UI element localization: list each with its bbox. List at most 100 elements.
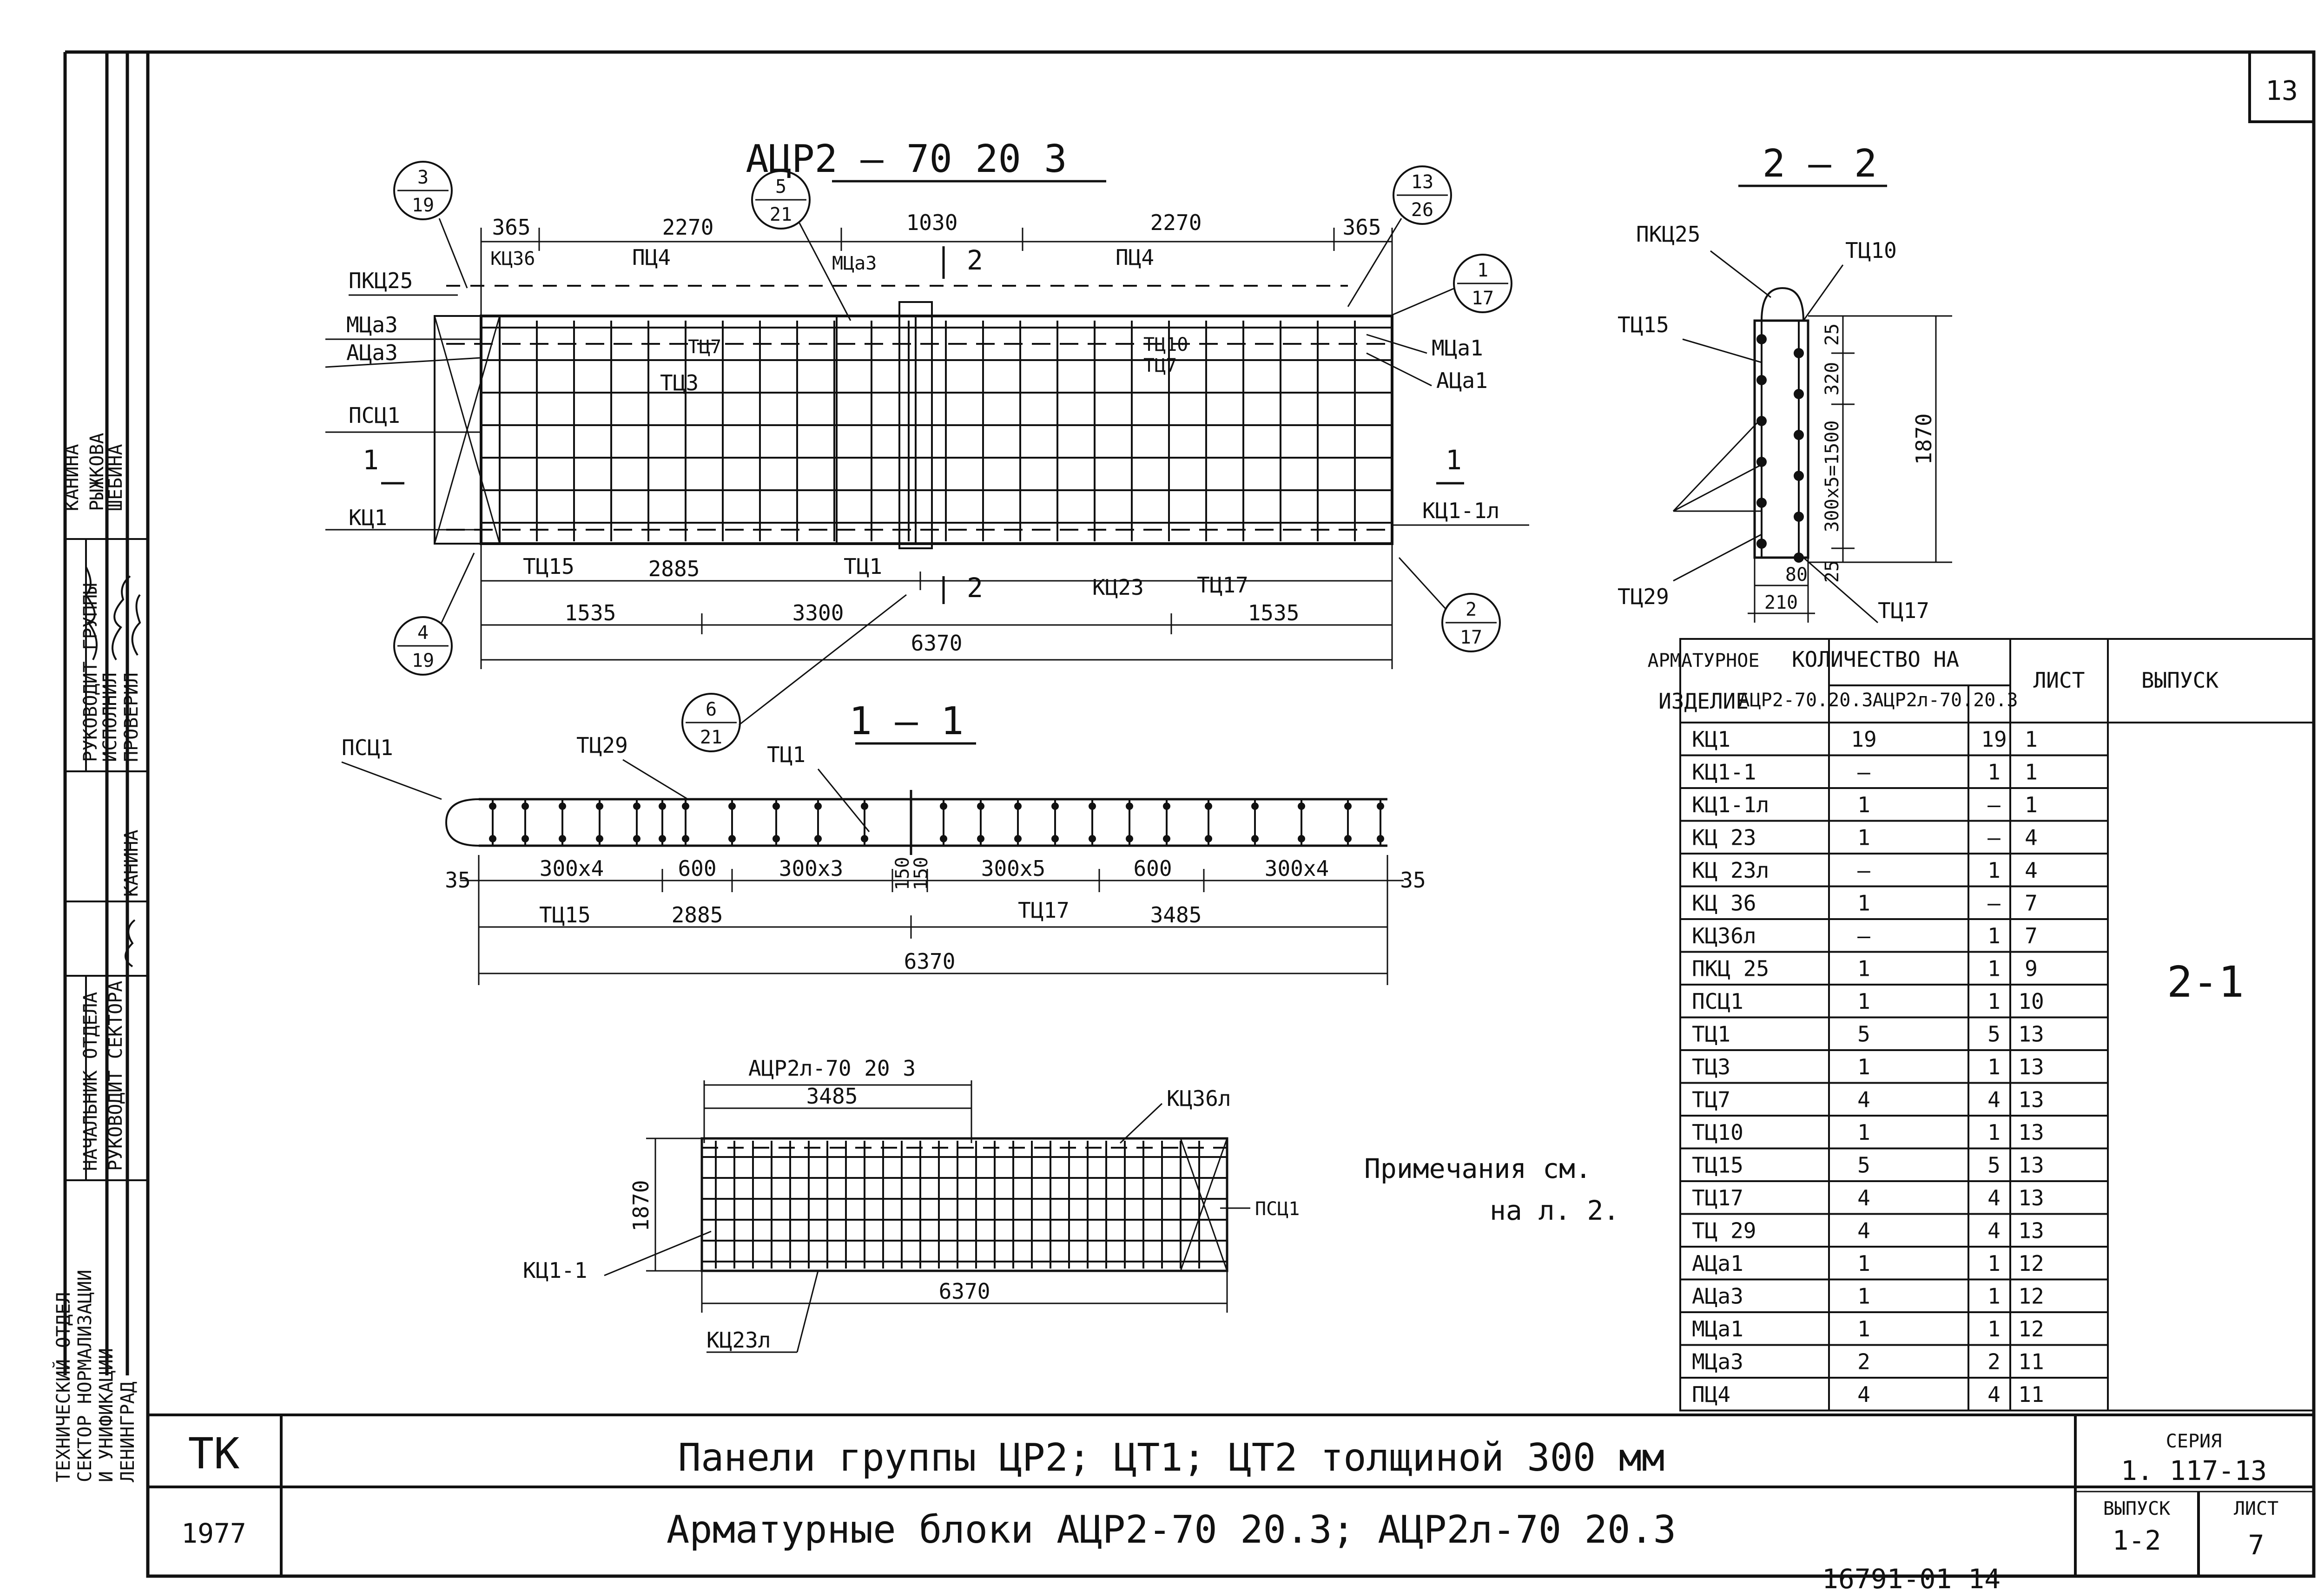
bar-dot bbox=[1344, 835, 1352, 842]
bar-dot bbox=[728, 802, 736, 810]
bar-dot bbox=[1298, 835, 1305, 842]
bar-dot bbox=[772, 835, 780, 842]
section-1-dim: 300x3 bbox=[779, 856, 843, 881]
table-cell-product: АЦа1 bbox=[1692, 1251, 1743, 1276]
bar-dot bbox=[682, 802, 689, 810]
section-1-dim: 35 bbox=[445, 868, 470, 893]
bar-dot bbox=[559, 835, 566, 842]
bar-dot bbox=[977, 835, 984, 842]
series-value: 1. 117-13 bbox=[2121, 1455, 2267, 1486]
section-1-label: ТЦ29 bbox=[576, 733, 628, 758]
series-label: СЕРИЯ bbox=[2166, 1431, 2222, 1452]
bar-dot bbox=[1794, 430, 1804, 440]
callout-num: 1 bbox=[1477, 260, 1488, 281]
signature bbox=[131, 594, 141, 656]
stamp-name: ШЕБИНА bbox=[105, 444, 126, 512]
table-cell-product: ПЦ4 bbox=[1692, 1382, 1730, 1407]
plan-dim-top: 2270 bbox=[662, 215, 714, 240]
table-cell-sheet: 7 bbox=[2025, 891, 2038, 916]
sheet-number: 13 bbox=[2265, 75, 2298, 106]
plan-label-top: ПЦ4 bbox=[632, 245, 671, 270]
bar-dot bbox=[861, 835, 868, 842]
table-cell-sheet: 1 bbox=[2025, 727, 2038, 752]
section-2-dim: 320 bbox=[1822, 362, 1843, 395]
section-1-1: 1 — 1 6 21 ПСЦ1 ТЦ29 ТЦ1 ТЦ15 ТЦ17 bbox=[341, 594, 1426, 985]
table-cell-qty: 1 bbox=[1987, 1251, 2000, 1276]
table-cell-qty: 4 bbox=[1857, 1087, 1870, 1112]
table-cell-qty: 1 bbox=[1857, 825, 1870, 850]
callout-den: 26 bbox=[1411, 199, 1433, 221]
stamp-org-line: И УНИФИКАЦИИ bbox=[96, 1348, 117, 1482]
bar-dot bbox=[1205, 835, 1212, 842]
table-cell-product: ТЦ 29 bbox=[1692, 1218, 1756, 1243]
table-cell-qty: 5 bbox=[1857, 1022, 1870, 1047]
bar-dot bbox=[772, 802, 780, 810]
plan-label-right: МЦа1 bbox=[1432, 335, 1483, 361]
table-cell-qty: 1 bbox=[1987, 1054, 2000, 1079]
table-cell-product: КЦ36л bbox=[1692, 923, 1756, 948]
small-plan-title: АЦР2л-70 20 3 bbox=[748, 1056, 916, 1081]
table-cell-qty: 5 bbox=[1987, 1022, 2000, 1047]
bar-dot bbox=[633, 802, 640, 810]
callout-den: 17 bbox=[1472, 288, 1494, 309]
plan-dim-bottom: 3300 bbox=[792, 600, 844, 625]
stamp-name: РЫЖКОВА bbox=[86, 433, 108, 511]
signature bbox=[85, 566, 98, 660]
bar-dot bbox=[1163, 835, 1170, 842]
table-cell-product: АЦа3 bbox=[1692, 1284, 1743, 1309]
table-cell-qty: 1 bbox=[1857, 1120, 1870, 1145]
plan-label-inner: ТЦ10 bbox=[1143, 334, 1188, 355]
stamp-name: КАНИНА bbox=[61, 444, 83, 512]
section-1-dim: 3485 bbox=[1150, 902, 1202, 927]
stamp-org-line: ТЕХНИЧЕСКИЙ ОТДЕЛ bbox=[52, 1292, 74, 1482]
bar-dot bbox=[1205, 802, 1212, 810]
plan-label-top: ПЦ4 bbox=[1116, 245, 1154, 270]
table-cell-product: КЦ 36 bbox=[1692, 891, 1756, 916]
bar-dot bbox=[1756, 416, 1767, 426]
bar-dot bbox=[861, 802, 868, 810]
table-cell-qty: 4 bbox=[1857, 1185, 1870, 1210]
plan-rebar-grid bbox=[481, 321, 1393, 541]
bar-dot bbox=[1756, 539, 1767, 549]
table-cell-qty: 19 bbox=[1981, 727, 2007, 752]
bar-dot bbox=[659, 802, 666, 810]
section-2-dim: 80 bbox=[1785, 564, 1808, 585]
section-1-label: ТЦ1 bbox=[767, 742, 805, 767]
bar-dot bbox=[522, 802, 529, 810]
section-2-label: ПКЦ25 bbox=[1636, 222, 1700, 247]
plan-dim-bottom: 1535 bbox=[1248, 600, 1300, 625]
bottom-stamp: 16791-01 14 bbox=[1822, 1563, 2000, 1591]
table-cell-qty: 1 bbox=[1987, 858, 2000, 883]
small-plan-dim: 3485 bbox=[806, 1084, 858, 1109]
callout-3-19: 3 19 bbox=[393, 161, 468, 289]
table-cell-qty: 2 bbox=[1987, 1349, 2000, 1374]
table-cell-qty: 1 bbox=[1857, 989, 1870, 1014]
section-1-dim: 600 bbox=[1133, 856, 1172, 881]
table-header-qty: КОЛИЧЕСТВО НА bbox=[1792, 647, 1959, 672]
section-2-dim: 210 bbox=[1764, 592, 1798, 613]
table-cell-sheet: 1 bbox=[2025, 792, 2038, 817]
table-issue-value: 2-1 bbox=[2167, 957, 2244, 1007]
callout-num: 4 bbox=[417, 622, 429, 644]
table-cell-qty: 1 bbox=[1987, 760, 2000, 785]
bar-dot bbox=[940, 802, 947, 810]
stamp-role: НАЧАЛЬНИК ОТДЕЛА bbox=[80, 992, 101, 1171]
bar-dot bbox=[814, 835, 822, 842]
stamp-org-line: СЕКТОР НОРМАЛИЗАЦИИ bbox=[74, 1269, 96, 1482]
section-1-dim: 600 bbox=[678, 856, 716, 881]
bar-dot bbox=[1756, 457, 1767, 467]
table-cell-qty: — bbox=[1987, 891, 2000, 916]
callout-13-26: 13 26 bbox=[1347, 165, 1452, 307]
table-cell-qty: 1 bbox=[1857, 1316, 1870, 1341]
section-mark: 2 bbox=[967, 244, 983, 276]
table-cell-qty: 1 bbox=[1857, 792, 1870, 817]
section-2-dim: 25 bbox=[1822, 323, 1843, 346]
issue-value: 1-2 bbox=[2113, 1525, 2161, 1556]
bar-dot bbox=[1051, 835, 1059, 842]
table-cell-sheet: 13 bbox=[2018, 1022, 2044, 1047]
plan-label-top: МЦа3 bbox=[832, 253, 877, 274]
title-code: ТК bbox=[188, 1429, 240, 1479]
table-cell-sheet: 1 bbox=[2025, 760, 2038, 785]
bar-dot bbox=[1251, 802, 1259, 810]
table-cell-qty: 19 bbox=[1851, 727, 1876, 752]
